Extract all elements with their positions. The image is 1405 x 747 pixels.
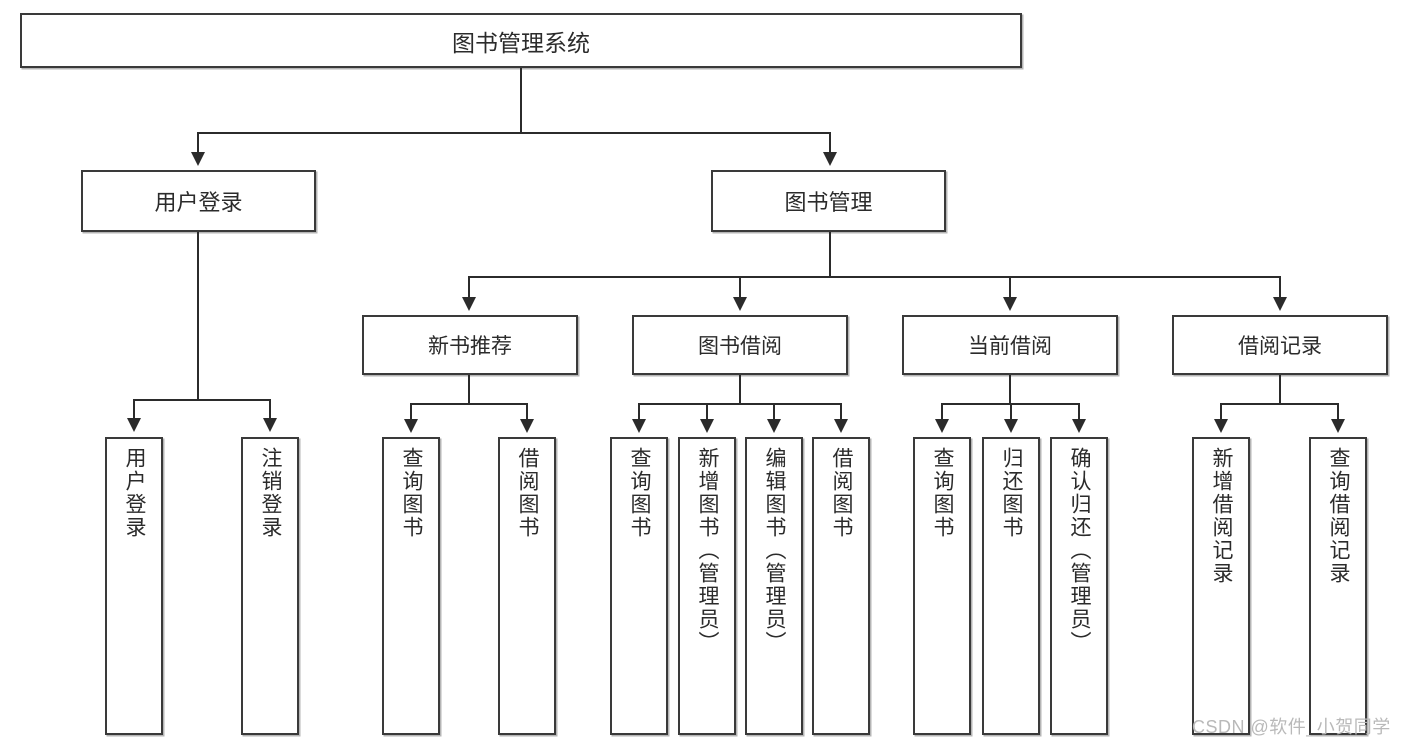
leaf-label: 借阅图书: [830, 447, 854, 539]
connector-root-to-user-login: [197, 132, 199, 157]
connector-book-manage-bus: [468, 276, 1280, 278]
leaf-label: 归还图书: [1000, 447, 1024, 539]
arrowhead-current-borrow-leaf-2: [1004, 419, 1018, 433]
connector-borrow-record-leaf-2: [1337, 403, 1339, 421]
connector-current-borrow-leaf-2: [1010, 403, 1012, 421]
connector-current-borrow-bus: [941, 403, 1078, 405]
leaf-current-borrow-2[interactable]: 归还图书: [982, 437, 1040, 735]
connector-to-book-borrow: [739, 276, 741, 300]
connector-to-borrow-record: [1279, 276, 1281, 300]
node-borrow-record[interactable]: 借阅记录: [1172, 315, 1388, 375]
arrowhead-current-borrow-leaf-1: [935, 419, 949, 433]
connector-to-current-borrow: [1009, 276, 1011, 300]
node-current-borrow[interactable]: 当前借阅: [902, 315, 1118, 375]
arrowhead-new-book-leaf-2: [520, 419, 534, 433]
arrowhead-root-to-book-manage: [823, 152, 837, 166]
node-label: 图书管理系统: [452, 29, 590, 56]
connector-user-login-to-leaf-1: [133, 399, 135, 421]
leaf-book-borrow-4[interactable]: 借阅图书: [812, 437, 870, 735]
node-root-system[interactable]: 图书管理系统: [20, 13, 1022, 68]
connector-root-stem: [520, 68, 522, 133]
arrowhead-root-to-user-login: [191, 152, 205, 166]
leaf-label: 借阅图书: [516, 447, 540, 539]
node-book-management[interactable]: 图书管理: [711, 170, 946, 232]
arrowhead-current-borrow-leaf-3: [1072, 419, 1086, 433]
leaf-label: 编辑图书（管理员）: [763, 447, 787, 654]
connector-book-borrow-stem: [739, 375, 741, 404]
connector-root-bus: [197, 132, 830, 134]
leaf-label: 查询图书: [931, 447, 955, 539]
node-label: 用户登录: [154, 190, 243, 215]
arrowhead-borrow-record-leaf-1: [1214, 419, 1228, 433]
connector-new-book-leaf-2: [526, 403, 528, 421]
node-label: 图书借阅: [698, 335, 782, 358]
arrowhead-book-borrow-leaf-2: [700, 419, 714, 433]
leaf-book-borrow-3[interactable]: 编辑图书（管理员）: [745, 437, 803, 735]
leaf-user-login-1[interactable]: 用户登录: [105, 437, 163, 735]
node-label: 当前借阅: [968, 335, 1052, 358]
node-label: 借阅记录: [1238, 335, 1322, 358]
arrowhead-borrow-record-leaf-2: [1331, 419, 1345, 433]
connector-current-borrow-leaf-3: [1078, 403, 1080, 421]
connector-new-book-bus: [410, 403, 528, 405]
leaf-label: 查询借阅记录: [1327, 447, 1351, 585]
connector-book-borrow-bus: [638, 403, 842, 405]
connector-root-to-book-manage: [829, 132, 831, 157]
connector-current-borrow-stem: [1009, 375, 1011, 404]
leaf-label: 用户登录: [123, 447, 147, 539]
arrowhead-to-current-borrow: [1003, 297, 1017, 311]
connector-new-book-leaf-1: [410, 403, 412, 421]
connector-current-borrow-leaf-1: [941, 403, 943, 421]
arrowhead-user-login-leaf-2: [263, 418, 277, 432]
node-new-book-recommend[interactable]: 新书推荐: [362, 315, 578, 375]
connector-borrow-record-stem: [1279, 375, 1281, 404]
connector-new-book-stem: [468, 375, 470, 404]
connector-book-borrow-leaf-1: [638, 403, 640, 421]
arrowhead-to-book-borrow: [733, 297, 747, 311]
leaf-label: 查询图书: [628, 447, 652, 539]
connector-book-manage-stem: [829, 232, 831, 277]
leaf-label: 注销登录: [259, 447, 283, 539]
leaf-label: 确认归还（管理员）: [1068, 447, 1092, 654]
connector-user-login-stem: [197, 232, 199, 400]
connector-to-new-book: [468, 276, 470, 300]
leaf-current-borrow-1[interactable]: 查询图书: [913, 437, 971, 735]
leaf-book-borrow-1[interactable]: 查询图书: [610, 437, 668, 735]
node-label: 图书管理: [784, 190, 873, 215]
leaf-label: 新增图书（管理员）: [696, 447, 720, 654]
connector-user-login-bus: [133, 399, 269, 401]
leaf-borrow-record-1[interactable]: 新增借阅记录: [1192, 437, 1250, 735]
connector-borrow-record-bus: [1220, 403, 1339, 405]
arrowhead-book-borrow-leaf-1: [632, 419, 646, 433]
leaf-new-book-2[interactable]: 借阅图书: [498, 437, 556, 735]
leaf-borrow-record-2[interactable]: 查询借阅记录: [1309, 437, 1367, 735]
connector-user-login-to-leaf-2: [269, 399, 271, 421]
leaf-current-borrow-3[interactable]: 确认归还（管理员）: [1050, 437, 1108, 735]
node-book-borrow[interactable]: 图书借阅: [632, 315, 848, 375]
leaf-book-borrow-2[interactable]: 新增图书（管理员）: [678, 437, 736, 735]
connector-book-borrow-leaf-2: [706, 403, 708, 421]
arrowhead-book-borrow-leaf-4: [834, 419, 848, 433]
leaf-label: 查询图书: [400, 447, 424, 539]
leaf-new-book-1[interactable]: 查询图书: [382, 437, 440, 735]
leaf-label: 新增借阅记录: [1210, 447, 1234, 585]
connector-borrow-record-leaf-1: [1220, 403, 1222, 421]
arrowhead-book-borrow-leaf-3: [767, 419, 781, 433]
arrowhead-to-borrow-record: [1273, 297, 1287, 311]
connector-book-borrow-leaf-3: [773, 403, 775, 421]
arrowhead-new-book-leaf-1: [404, 419, 418, 433]
node-user-login[interactable]: 用户登录: [81, 170, 316, 232]
connector-book-borrow-leaf-4: [840, 403, 842, 421]
node-label: 新书推荐: [428, 335, 512, 358]
arrowhead-to-new-book: [462, 297, 476, 311]
leaf-user-login-2[interactable]: 注销登录: [241, 437, 299, 735]
arrowhead-user-login-leaf-1: [127, 418, 141, 432]
